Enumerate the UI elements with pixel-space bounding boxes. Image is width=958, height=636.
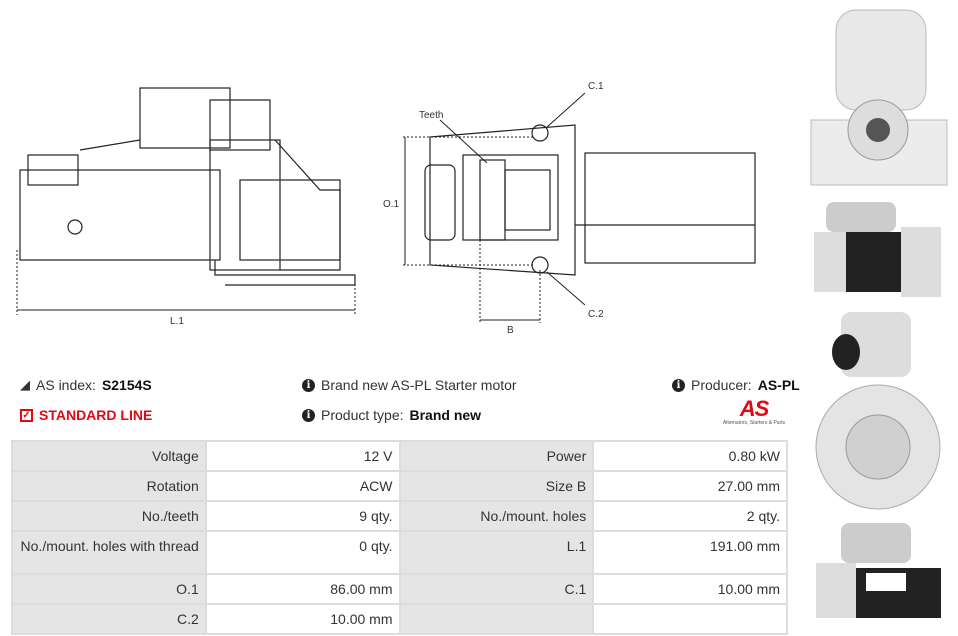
as-index-value: S2154S [101, 377, 152, 393]
standard-line-badge: ✓ STANDARD LINE [20, 407, 152, 423]
info-icon: i [672, 378, 685, 392]
c1-label: C.1 [588, 81, 604, 92]
spec-label: No./teeth [11, 500, 207, 532]
spec-value: 0.80 kW [592, 440, 788, 472]
spec-value: 0 qty. [204, 530, 401, 575]
info-icon: i [302, 378, 315, 392]
spec-value: 10.00 mm [204, 603, 401, 635]
spec-label: C.2 [11, 603, 207, 635]
info-icon: i [302, 408, 315, 422]
producer-info: i Producer: AS-PL [672, 377, 800, 393]
product-photo-back[interactable] [806, 307, 952, 512]
product-photo-side[interactable] [806, 192, 952, 302]
spec-label: Voltage [11, 440, 207, 472]
spec-label [398, 603, 595, 635]
teeth-label: Teeth [419, 110, 443, 121]
spec-label: O.1 [11, 573, 207, 605]
o1-label: O.1 [383, 199, 400, 210]
spec-label: Rotation [11, 470, 207, 502]
product-photo-label[interactable] [806, 518, 952, 630]
side-view-drawing: L.1 [16, 87, 356, 327]
spec-value: ACW [204, 470, 401, 502]
checkbox-icon: ✓ [20, 408, 33, 422]
logo-tagline: Alternators, Starters & Parts [722, 420, 786, 426]
brand-new-info: i Brand new AS-PL Starter motor [302, 377, 517, 393]
spec-label: No./mount. holes [398, 500, 595, 532]
spec-value: 86.00 mm [204, 573, 401, 605]
spec-value: 12 V [204, 440, 401, 472]
as-index: ◢ AS index: S2154S [20, 377, 152, 393]
product-photo-front[interactable] [806, 5, 952, 190]
brand-new-text: Brand new AS-PL Starter motor [321, 377, 517, 393]
as-index-label: AS index: [36, 377, 96, 393]
l1-label: L.1 [170, 316, 184, 327]
product-type-label: Product type: [321, 407, 404, 423]
spec-value: 191.00 mm [592, 530, 788, 575]
b-label: B [507, 325, 514, 336]
spec-value: 2 qty. [592, 500, 788, 532]
standard-line-label: STANDARD LINE [39, 407, 153, 423]
top-view-drawing: Teeth O.1 C.1 C.2 B [383, 81, 756, 336]
spec-value: 9 qty. [204, 500, 401, 532]
tag-icon: ◢ [20, 377, 30, 392]
producer-label: Producer: [691, 377, 752, 393]
as-pl-logo: AS Alternators, Starters & Parts [715, 396, 793, 427]
spec-label: Power [398, 440, 595, 472]
spec-value: 10.00 mm [592, 573, 788, 605]
spec-value [592, 603, 788, 635]
spec-label: C.1 [398, 573, 595, 605]
spec-value: 27.00 mm [592, 470, 788, 502]
producer-value: AS-PL [757, 377, 800, 393]
spec-label: No./mount. holes with thread [11, 530, 207, 575]
logo-mark: AS [739, 396, 770, 421]
spec-label: L.1 [398, 530, 595, 575]
c2-label: C.2 [588, 309, 604, 320]
product-type-value: Brand new [409, 407, 482, 423]
spec-label: Size B [398, 470, 595, 502]
product-type-info: i Product type: Brand new [302, 407, 481, 423]
